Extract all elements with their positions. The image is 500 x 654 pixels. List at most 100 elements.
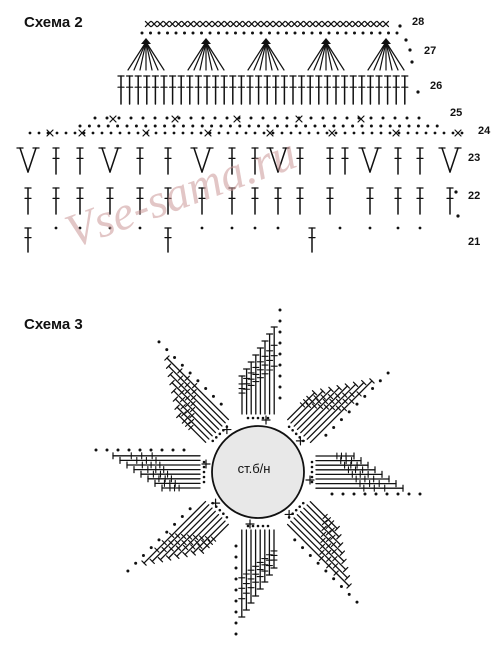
chain-dot-row25: [106, 124, 110, 128]
chain-dot: [93, 116, 97, 120]
petal-strand: [286, 523, 350, 587]
petal-strand: [151, 504, 210, 563]
chain-dot: [204, 387, 208, 391]
chain-dot-row25: [407, 124, 411, 128]
petal: [287, 371, 390, 446]
sc-cross-row28: [303, 20, 310, 28]
chain-dot-row25: [97, 124, 101, 128]
chain-dot: [261, 524, 265, 528]
dc-stitch: [416, 187, 424, 215]
sc-cross-row28: [224, 20, 231, 28]
chain-dot: [341, 492, 345, 496]
chain-dot: [246, 416, 250, 420]
petal-strand: [143, 500, 207, 564]
chain-dot: [339, 585, 343, 589]
chain-dot: [230, 226, 234, 230]
dc-stitch: [340, 75, 349, 105]
chain-dot: [234, 566, 238, 570]
chain-dot: [172, 131, 176, 135]
sc-cross-row28: [254, 20, 261, 28]
dc-stitch: [326, 147, 334, 175]
dc-stitch: [375, 75, 383, 105]
petal-strand: [167, 365, 226, 424]
chain-dot-row27: [276, 31, 280, 35]
chain-dot-row25: [200, 124, 204, 128]
chain-dot-row27: [166, 31, 169, 35]
chain-dot: [361, 131, 365, 135]
petal: [284, 501, 359, 604]
dc-stitch: [228, 187, 236, 215]
chain-dot-row25: [219, 124, 223, 128]
chain-dot-row25: [426, 124, 430, 128]
chain-dot: [278, 374, 282, 378]
chain-dot: [343, 131, 347, 135]
dc-stitch: [229, 75, 237, 105]
chain-dot: [261, 416, 265, 420]
chain-dot-row25: [416, 124, 420, 128]
chain-dot: [165, 530, 169, 534]
chain-dot: [234, 577, 238, 581]
chain-dot: [118, 131, 122, 135]
petal-strand: [173, 390, 217, 434]
chain-dot: [310, 470, 314, 474]
chain-dot: [182, 448, 186, 452]
petal-strand: [296, 514, 345, 563]
chain-dot: [200, 226, 204, 230]
scheme-2-diagram: [16, 20, 464, 253]
chain-dot: [278, 341, 282, 345]
chain-dot: [397, 131, 401, 135]
petal-strand: [192, 520, 226, 554]
petal: [157, 340, 232, 443]
chain-dot: [234, 555, 238, 559]
chain-dot: [460, 131, 464, 135]
chain-dot-row25: [351, 124, 355, 128]
chain-dot: [157, 538, 161, 542]
chain-dot: [145, 131, 149, 135]
chain-dot-row27: [191, 31, 195, 35]
sc-plus: [245, 519, 255, 529]
chain-dot-row27: [387, 31, 390, 35]
chain-dot: [321, 116, 325, 120]
chain-dot: [180, 515, 184, 519]
sc-cross-row28: [297, 20, 304, 28]
dc-stitch: [366, 187, 374, 215]
chain-dot: [398, 24, 402, 28]
chain-dot: [355, 402, 359, 406]
petal-strand: [300, 385, 349, 434]
chain-dot-row27: [310, 31, 314, 35]
chain-dot-row25: [332, 124, 336, 128]
sc-cross-row28: [150, 20, 158, 28]
dc-stitch: [392, 75, 400, 105]
dc-stitch: [349, 75, 357, 105]
petal-strand: [306, 504, 340, 538]
sc-cross-row28: [266, 20, 274, 28]
chain-dot: [28, 131, 32, 135]
chain-dot: [105, 116, 109, 120]
sc-cross-row28: [364, 20, 371, 28]
petal-strand: [287, 392, 316, 421]
chain-dot: [251, 524, 255, 528]
dc-stitch: [143, 75, 151, 105]
fan-shell: [367, 38, 405, 71]
dc-stitch: [332, 75, 340, 105]
sc-cross-row28: [175, 20, 182, 28]
chain-dot: [73, 131, 77, 135]
chain-dot: [345, 116, 349, 120]
petal: [238, 308, 282, 425]
sc-cross-row28: [163, 20, 170, 28]
chain-dot-row27: [208, 31, 212, 35]
sc-cross-row28: [218, 20, 225, 28]
sc-cross-row28: [181, 20, 188, 28]
row-number-24: 24: [478, 125, 491, 137]
dc-stitch: [198, 187, 206, 215]
chain-dot-row25: [210, 124, 214, 128]
chain-dot: [371, 387, 375, 391]
chain-dot-row27: [140, 31, 144, 35]
chain-dot: [454, 190, 458, 194]
chain-dot: [199, 131, 203, 135]
chain-dot: [218, 508, 222, 512]
chain-dot: [127, 448, 131, 452]
chain-dot-row25: [163, 124, 167, 128]
chain-dot: [332, 577, 336, 581]
chain-dot: [393, 116, 397, 120]
